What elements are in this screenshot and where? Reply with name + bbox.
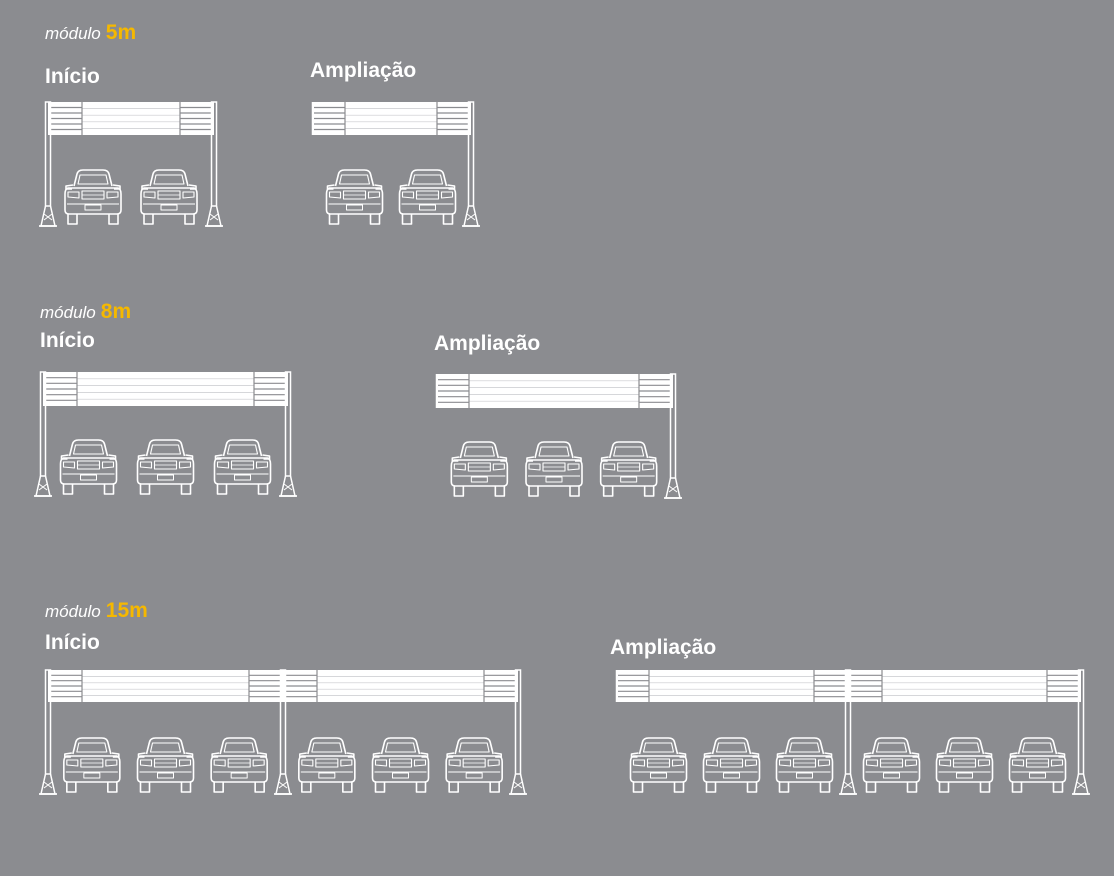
pillar-column (509, 669, 527, 795)
modulo-prefix: módulo (40, 303, 96, 322)
section-15m-ampliacao-title: Ampliação (610, 636, 717, 659)
section-5m-inicio-diagram (39, 101, 223, 227)
section-8m-ampliacao-title: Ampliação (434, 332, 541, 355)
modulo-size: 15m (105, 599, 148, 622)
car-icon (64, 169, 122, 225)
modulo-prefix: módulo (45, 602, 101, 621)
canopy-roof (848, 670, 1081, 702)
car-icon (862, 737, 921, 793)
canopy-roof (614, 670, 848, 702)
pillar-column (205, 101, 223, 227)
pillar-column (664, 373, 682, 499)
section-8m-inicio-title: Início (40, 329, 95, 352)
section-15m-inicio-title: Início (45, 631, 100, 654)
car-icon (59, 439, 118, 495)
canopy-roof (434, 374, 673, 408)
car-icon (629, 737, 688, 793)
modulo-size: 5m (105, 21, 137, 44)
car-icon (599, 441, 658, 497)
canopy-roof (48, 102, 214, 135)
car-icon (398, 169, 457, 225)
car-icon (210, 737, 268, 793)
section-5m-ampliacao-title: Ampliação (310, 59, 417, 82)
modulo-size: 8m (100, 300, 132, 323)
car-icon (325, 169, 384, 225)
car-icon (445, 737, 503, 793)
car-icon (702, 737, 761, 793)
pillar-column (39, 101, 57, 227)
car-icon (136, 439, 195, 495)
pillar-column (274, 669, 292, 795)
car-icon (935, 737, 994, 793)
pillar-column (462, 101, 480, 227)
canopy-roof (310, 102, 471, 135)
car-icon (525, 441, 583, 497)
pillar-column (34, 371, 52, 497)
section-15m-ampliacao-diagram (614, 669, 1090, 795)
car-icon (450, 441, 509, 497)
car-icon (775, 737, 834, 793)
pillar-column (279, 371, 297, 497)
pillar-column (39, 669, 57, 795)
section-15m-inicio-diagram (39, 669, 527, 795)
canopy-roof (43, 372, 288, 406)
car-icon (213, 439, 272, 495)
modulo-prefix: módulo (45, 24, 101, 43)
car-icon (63, 737, 121, 793)
car-icon (1008, 737, 1067, 793)
car-icon (136, 737, 195, 793)
canopy-roof (48, 670, 283, 702)
canopy-roof (283, 670, 518, 702)
section-5m-inicio-title: Início (45, 65, 100, 88)
pillar-column (1072, 669, 1090, 795)
section-8m-inicio-diagram (34, 371, 297, 497)
section-5m-ampliacao-diagram (310, 101, 480, 227)
section-8m-ampliacao-diagram (434, 373, 682, 499)
car-icon (371, 737, 430, 793)
car-icon (140, 169, 198, 225)
pillar-column (839, 669, 857, 795)
car-icon (298, 737, 356, 793)
